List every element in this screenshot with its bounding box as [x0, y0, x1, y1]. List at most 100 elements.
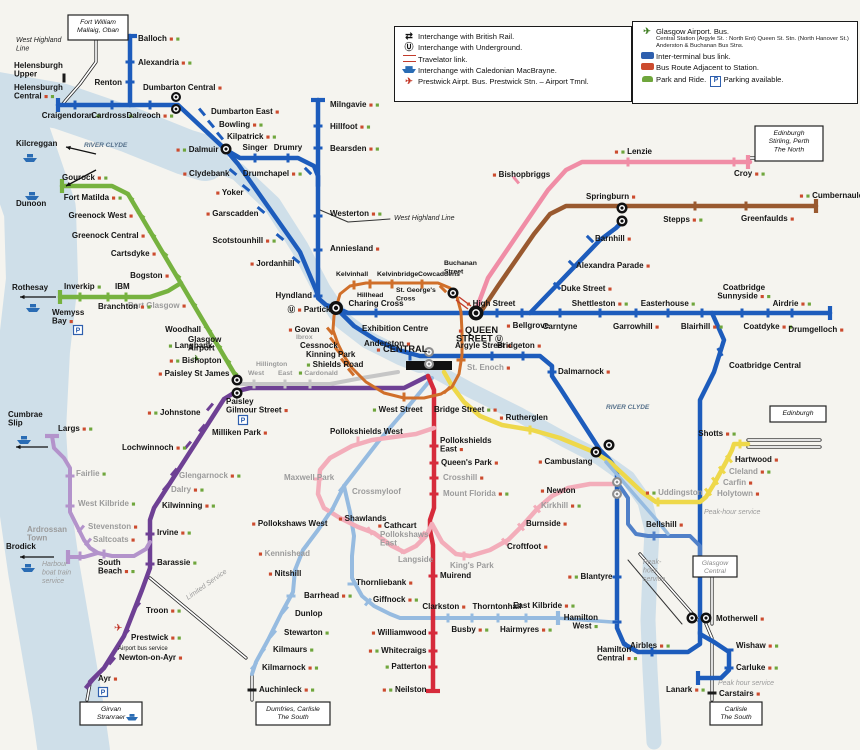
destination-box-label: Edinburgh	[783, 410, 814, 417]
ferry-arrow-line	[65, 146, 97, 155]
station-label: ■ Langbank	[169, 341, 213, 350]
interchange-marker-ring	[173, 106, 179, 112]
destination-box-label: Girvan	[101, 706, 121, 713]
interchange-marker-ring	[472, 309, 480, 317]
destination-box-label: Mallaig, Oban	[77, 27, 119, 34]
ferry-icon	[26, 304, 40, 312]
legend-item-label: Bus Route Adjacent to Station.	[656, 63, 760, 73]
rail-line-cumbernauld-line	[475, 203, 819, 319]
station-label: Prestwick■■	[131, 633, 181, 642]
interchange-marker-ring	[614, 479, 620, 485]
station-tick	[275, 232, 285, 242]
legend-box-right: Glasgow Airport. Bus.Central Station (Ar…	[632, 21, 858, 104]
station-label: Rothesay	[12, 283, 49, 292]
station-label: Ⓤ■ Partick	[288, 304, 331, 314]
legend-item: Inter-terminal bus link.	[638, 52, 852, 61]
rail-line-ardrossan-branch	[66, 551, 100, 559]
station-label: Fairlie■	[76, 469, 106, 478]
station-tick	[325, 326, 335, 336]
station-tick	[257, 647, 267, 657]
station-tick	[280, 605, 290, 615]
station-label: Kelvinbridge	[377, 271, 418, 278]
destination-box-label: The South	[720, 714, 752, 721]
thin-line	[319, 209, 391, 223]
station-label: Carluke■■	[736, 663, 778, 672]
station-label: Stewarton■	[284, 628, 329, 637]
station-label: Carstairs■	[719, 689, 760, 698]
rail-line-inverclyde-line	[59, 183, 243, 386]
terminus-bar	[83, 676, 97, 690]
station-label: Thornliebank■	[356, 578, 413, 587]
svg-text:P: P	[101, 690, 106, 697]
station-label: Saltcoats■	[93, 535, 135, 544]
station-label: East Kilbride■■	[513, 601, 575, 610]
station-tick	[339, 357, 349, 367]
rail-line-yoker-route	[223, 147, 321, 299]
station-tick	[333, 346, 343, 356]
interchange-marker-ring	[233, 376, 241, 384]
station-label: Ayr■	[98, 674, 118, 683]
destination-box	[754, 125, 824, 162]
legend-item: Interchange with British Rail.	[400, 31, 626, 42]
station-tick	[228, 167, 238, 177]
station-tick	[366, 526, 374, 536]
station-label: ■ Patterton	[385, 662, 426, 671]
legend-item: Bus Route Adjacent to Station.	[638, 63, 852, 72]
legend-item: Travelator link.	[400, 54, 626, 64]
station-label: Cardross■	[91, 111, 133, 120]
interchange-marker-ring	[592, 448, 600, 456]
station-label: Carntyne	[543, 322, 578, 331]
station-label: Cleland■■	[729, 467, 771, 476]
station-label: Stepps■■	[663, 215, 703, 224]
station-label: ■ West Street	[373, 405, 423, 414]
legend-item: Prestwick Airpt. Bus. Prestwick Stn. – A…	[400, 76, 626, 86]
legend-item-label: Interchange with British Rail.	[418, 32, 515, 42]
station-label: Airport bus service	[118, 646, 168, 652]
station-tick	[136, 210, 146, 220]
station-label: Anderston■	[364, 339, 411, 348]
station-label: Garrowhill■	[613, 322, 659, 331]
station-label: ■ Cathcart	[378, 521, 417, 530]
rail-line-bellshill-line	[615, 480, 702, 562]
destination-box-label: Stranraer	[97, 714, 126, 721]
station-label: ■ Newton	[540, 486, 575, 495]
legend-item-label: Interchange with Underground.	[418, 43, 523, 53]
station-label: Argyle Street■	[455, 341, 511, 350]
station-label: Renton	[94, 78, 122, 87]
station-label: Kilcreggan	[16, 139, 57, 148]
station-tick	[328, 336, 338, 346]
station-tick	[516, 522, 526, 532]
station-label: ■■ Cumbernauld	[800, 191, 860, 200]
destination-box	[769, 405, 827, 423]
station-label: Newton-on-Ayr■	[119, 653, 183, 662]
station-tick	[169, 467, 179, 477]
interchange-marker-ring	[605, 441, 613, 449]
station-label: Kirkhill■■	[541, 501, 581, 510]
station-label: Greenock Central■	[72, 231, 145, 240]
legend-item-label: Travelator link.	[418, 54, 468, 64]
station-label: Exhibition Centre	[362, 324, 429, 333]
parking-icon	[72, 324, 84, 336]
interchange-marker-ring	[449, 289, 457, 297]
station-label: Kinning Park	[306, 350, 356, 359]
park-and-ride-icon	[641, 75, 653, 82]
station-label: Bogston■	[130, 271, 169, 280]
destination-box-label: Stirling, Perth	[769, 138, 810, 145]
station-label: Drumry	[274, 143, 303, 152]
interchange-marker-ring	[426, 349, 432, 355]
station-label: King's Park	[450, 561, 494, 570]
station-label: Duke Street■	[561, 284, 612, 293]
station-label: Craigendoran■	[42, 111, 101, 120]
destination-box-label: Glasgow	[702, 560, 730, 567]
water	[422, 360, 662, 750]
station-tick	[268, 629, 278, 639]
station-label: Bearsden■■	[330, 144, 379, 153]
destination-box	[692, 555, 738, 578]
inter-terminal-bus-icon	[640, 52, 654, 60]
station-label: ■ Bellgrove	[507, 321, 550, 330]
station-label: ■ Cambuslang	[538, 457, 592, 466]
